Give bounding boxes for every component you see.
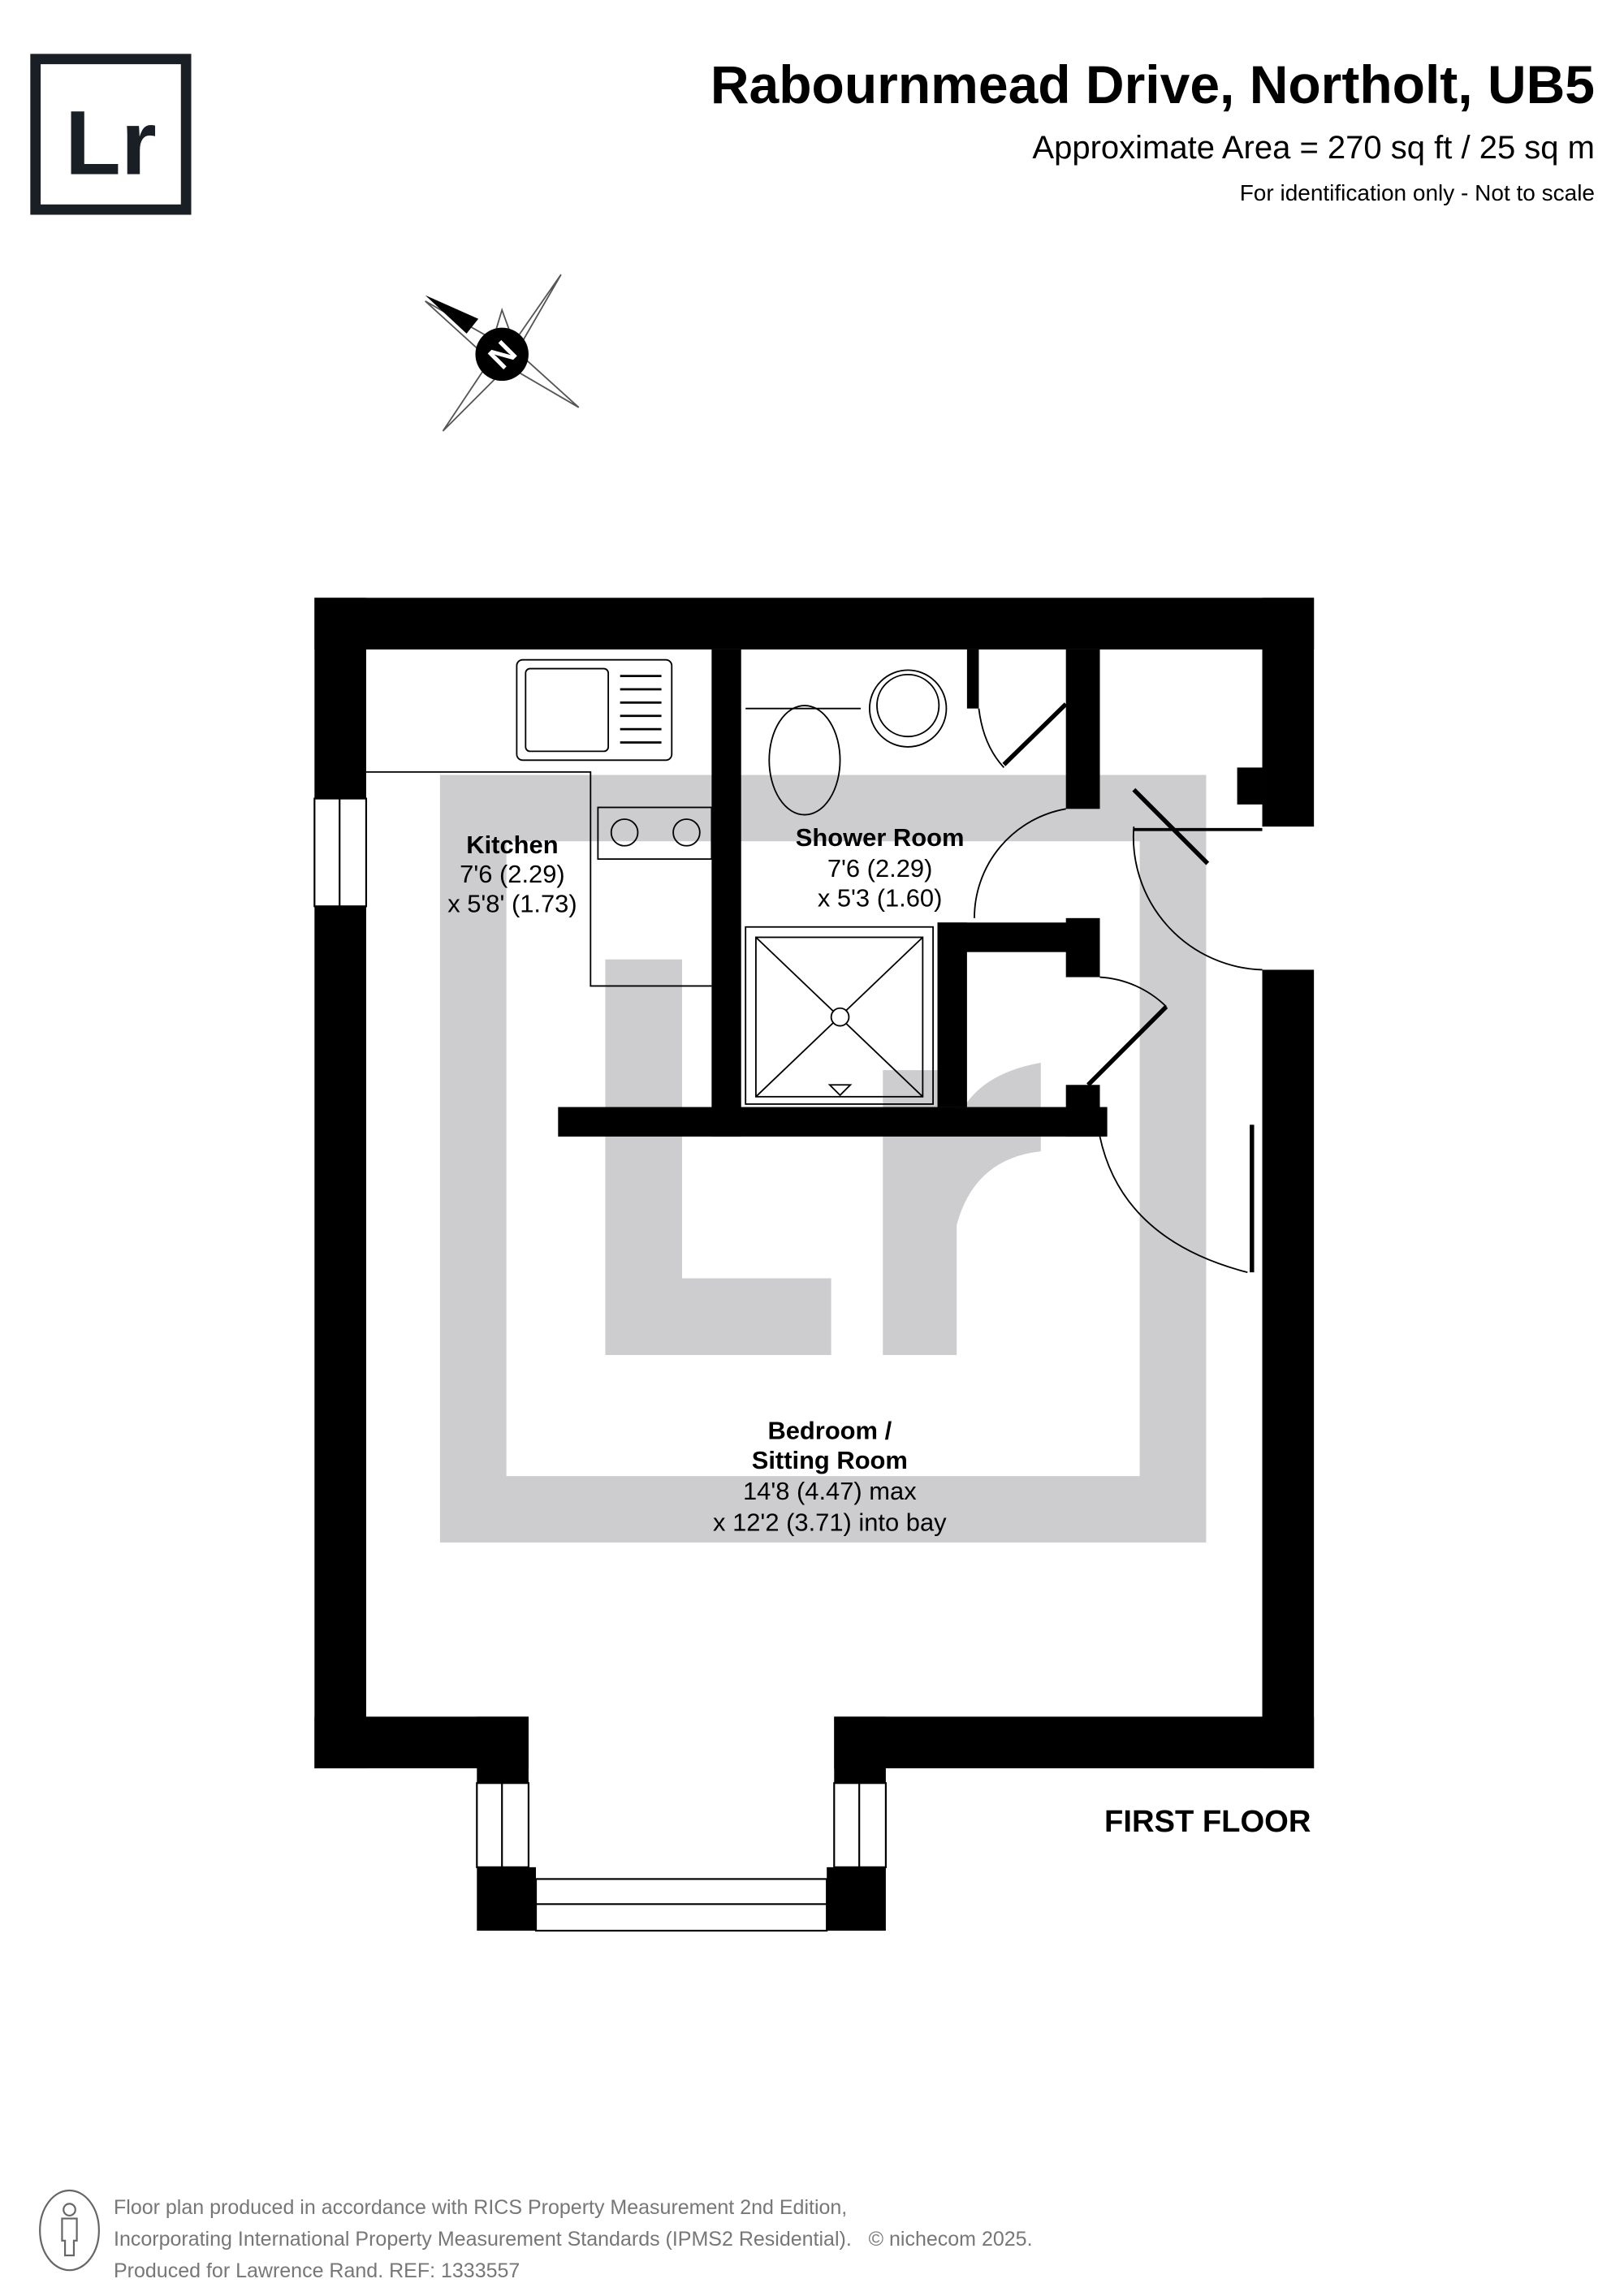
door-leaves (1002, 702, 1263, 1273)
footer: Floor plan produced in accordance with R… (114, 2192, 1033, 2287)
svg-text:Lr: Lr (65, 92, 157, 194)
room-label-kitchen: Kitchen 7'6 (2.29) x 5'8' (1.73) (447, 831, 577, 918)
lr-logo: Lr (30, 54, 192, 215)
footer-line-2: Incorporating International Property Mea… (114, 2228, 852, 2251)
footer-line-3: Produced for Lawrence Rand. REF: 1333557 (114, 2259, 520, 2282)
svg-text:x 5'8' (1.73): x 5'8' (1.73) (447, 890, 577, 918)
svg-text:Shower Room: Shower Room (796, 823, 965, 852)
svg-text:7'6 (2.29): 7'6 (2.29) (827, 854, 933, 883)
footer-line-2-row: Incorporating International Property Mea… (114, 2224, 1033, 2255)
svg-text:Kitchen: Kitchen (466, 831, 558, 859)
copyright: © nichecom 2025. (868, 2228, 1033, 2251)
svg-text:x 12'2 (3.71) into bay: x 12'2 (3.71) into bay (713, 1508, 947, 1536)
room-label-bedroom: Bedroom / Sitting Room 14'8 (4.47) max x… (713, 1417, 947, 1537)
svg-text:Sitting Room: Sitting Room (752, 1446, 908, 1474)
windows (313, 797, 887, 1932)
walls (314, 598, 1315, 1931)
floor-label: FIRST FLOOR (1104, 1804, 1311, 1839)
footer-line-1: Floor plan produced in accordance with R… (114, 2196, 848, 2219)
svg-text:14'8 (4.47) max: 14'8 (4.47) max (743, 1477, 917, 1505)
compass-icon: N (425, 274, 580, 432)
approximate-area: Approximate Area = 270 sq ft / 25 sq m (1032, 130, 1595, 166)
fixtures (365, 658, 1263, 1274)
svg-text:7'6 (2.29): 7'6 (2.29) (460, 860, 565, 888)
room-label-shower-room: Shower Room 7'6 (2.29) x 5'3 (1.60) (796, 823, 965, 913)
svg-text:x 5'3 (1.60): x 5'3 (1.60) (818, 883, 943, 912)
person-icon (39, 2189, 100, 2272)
property-title: Rabournmead Drive, Northolt, UB5 (710, 54, 1595, 114)
disclaimer: For identification only - Not to scale (1239, 180, 1595, 205)
svg-text:Bedroom /: Bedroom / (767, 1417, 892, 1445)
